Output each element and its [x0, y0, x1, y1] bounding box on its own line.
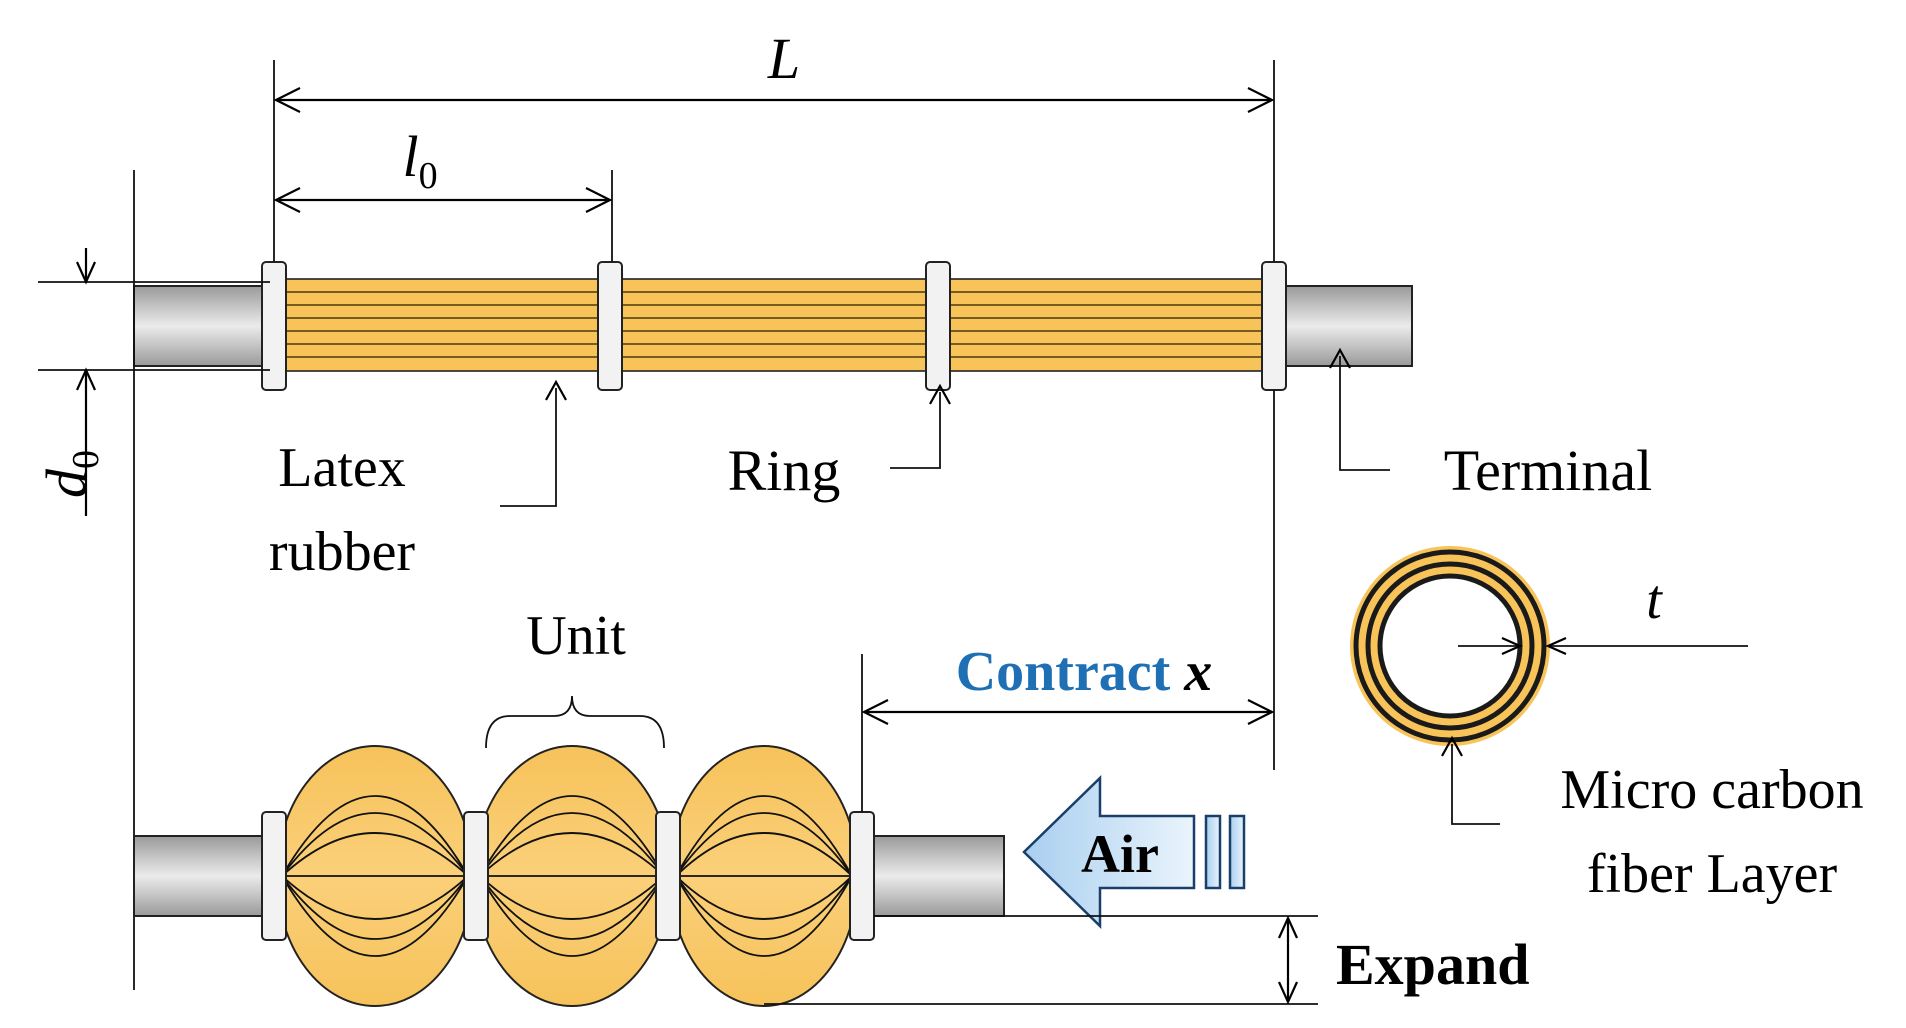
- dimension-d0-subscript: 0: [65, 450, 107, 469]
- latex-rubber-callout: Latex rubber: [269, 379, 567, 583]
- ring-callout: Ring: [728, 383, 951, 503]
- cross-section: t Micro carbon fiber Layer: [1350, 546, 1864, 905]
- air-tail-bar: [1204, 814, 1222, 890]
- latex-rubber-label-line1: Latex: [278, 437, 405, 499]
- expanded-unit: [669, 745, 859, 1007]
- dimension-L: L: [273, 26, 1275, 262]
- expand-label: Expand: [1336, 932, 1529, 997]
- fiber-layer-label-line1: Micro carbon: [1560, 759, 1863, 821]
- contract-variable: x: [1183, 641, 1212, 703]
- svg-text:d0: d0: [34, 450, 107, 498]
- dimension-l0-subscript: 0: [419, 155, 438, 197]
- air-tail-bar: [1228, 814, 1246, 890]
- latex-rubber-label-line2: rubber: [269, 521, 416, 583]
- contract-dimension: Contract x: [861, 641, 1275, 812]
- expand-dimension: Expand: [764, 915, 1529, 1005]
- terminal-left: [133, 285, 271, 367]
- terminal-left: [133, 835, 271, 917]
- svg-text:Contract x: Contract x: [956, 641, 1213, 703]
- thickness-label: t: [1646, 569, 1663, 631]
- svg-text:l0: l0: [402, 124, 437, 197]
- terminal-label: Terminal: [1444, 438, 1653, 503]
- ring: [261, 811, 287, 941]
- contract-label: Contract: [956, 641, 1171, 703]
- unit-label: Unit: [526, 605, 626, 667]
- terminal-callout: Terminal: [1329, 347, 1653, 503]
- ring: [655, 811, 681, 941]
- latex-rubber-tube: [273, 278, 1273, 372]
- terminal-right: [869, 835, 1005, 917]
- ring: [463, 811, 489, 941]
- ring: [1261, 261, 1287, 391]
- dimension-d0: d0: [34, 248, 270, 516]
- dimension-l0: l0: [273, 124, 613, 262]
- ring-label: Ring: [728, 438, 841, 503]
- dimension-l0-label: l: [402, 124, 418, 189]
- unit-brace: Unit: [485, 605, 665, 749]
- fiber-layer-label-line2: fiber Layer: [1587, 843, 1838, 905]
- expanded-unit: [473, 745, 671, 1007]
- dimension-L-label: L: [767, 26, 800, 91]
- air-label: Air: [1081, 824, 1159, 884]
- contracted-muscle: [133, 745, 1005, 1007]
- ring: [597, 261, 623, 391]
- expanded-unit: [276, 745, 474, 1007]
- ring: [849, 811, 875, 941]
- dimension-d0-label: d: [34, 468, 99, 498]
- ring: [925, 261, 951, 391]
- relaxed-muscle: [133, 261, 1413, 391]
- air-arrow: Air: [1022, 775, 1246, 929]
